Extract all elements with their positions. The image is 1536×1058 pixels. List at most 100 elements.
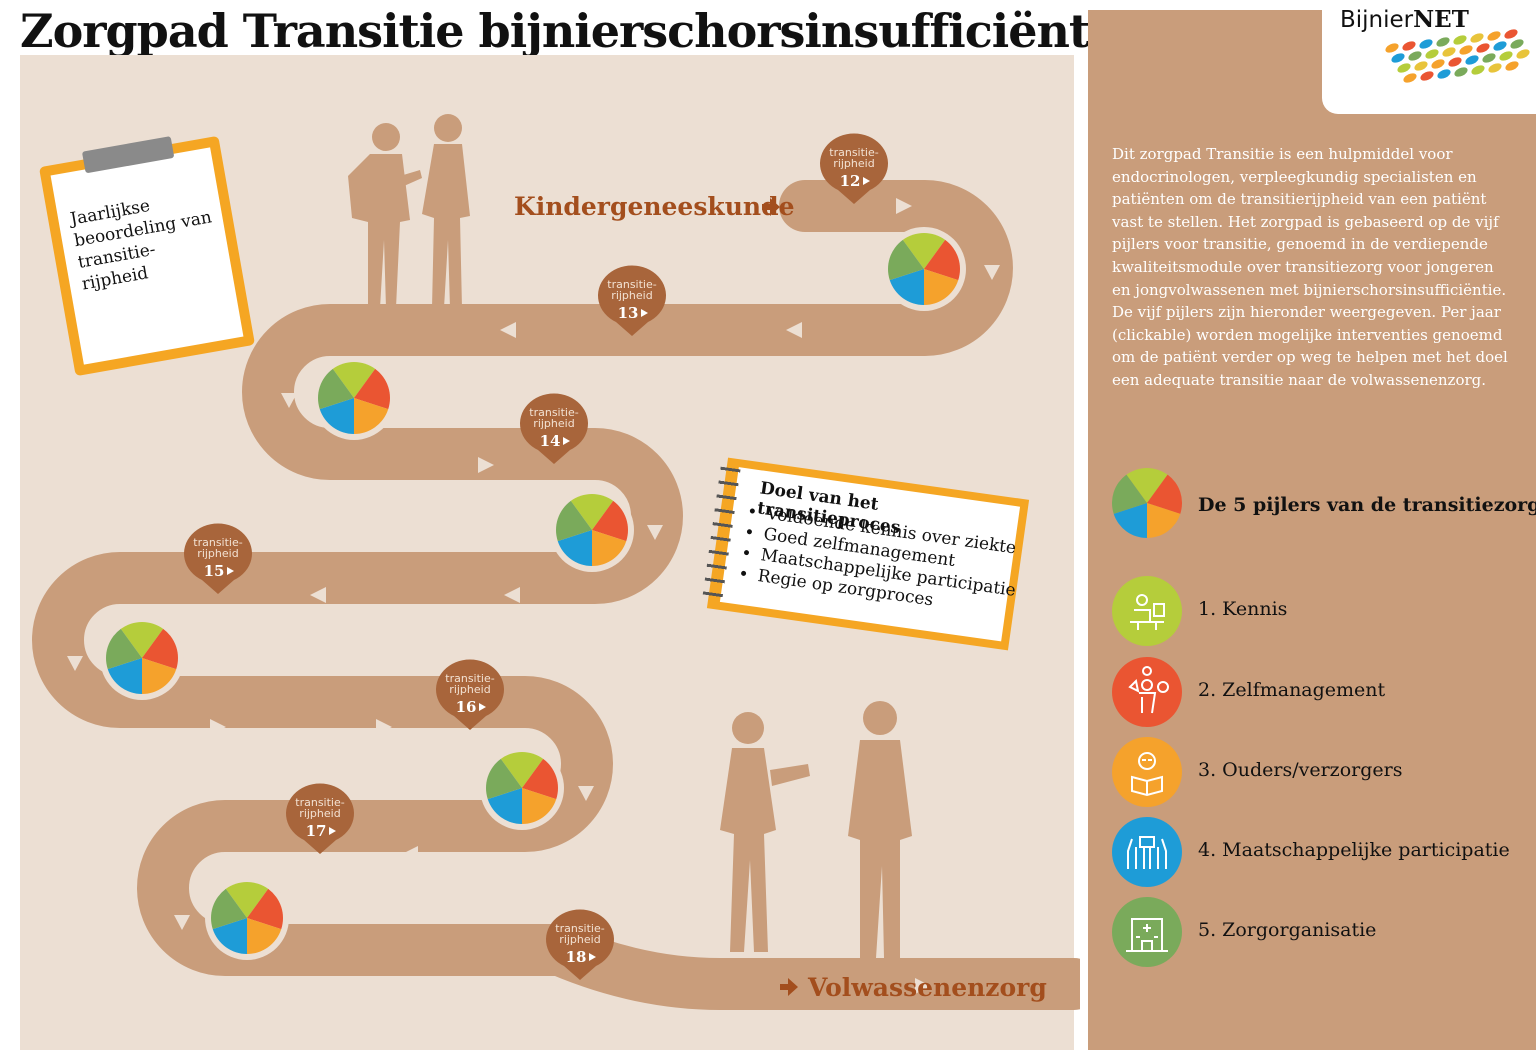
logo-dot <box>1516 49 1530 59</box>
page-title: Zorgpad Transitie bijnierschorsinsuffici… <box>20 4 1135 58</box>
pie-segment <box>332 362 376 398</box>
logo-dot <box>1487 31 1501 41</box>
annual-assessment-clipboard: Jaarlijkse beoordeling van transitie-rij… <box>38 135 256 377</box>
road-arrow-icon <box>210 719 226 735</box>
pie-segment <box>1147 474 1182 514</box>
svg-text:rijpheid: rijpheid <box>833 157 874 170</box>
pillar-participatie[interactable]: 4. Maatschappelijke participatie <box>1112 817 1522 887</box>
logo-dot <box>1403 73 1417 83</box>
play-icon <box>863 177 870 185</box>
logo-dot <box>1476 43 1490 53</box>
logo-dot <box>1465 55 1479 65</box>
logo-dot <box>1459 45 1473 55</box>
pie-segment <box>902 233 946 269</box>
pie-segment <box>318 368 354 410</box>
stage-start-label: Kindergeneeskunde <box>514 192 794 221</box>
svg-text:17: 17 <box>306 822 327 840</box>
teen-silhouettes-icon <box>348 114 470 308</box>
road-arrow-icon <box>578 786 594 801</box>
pie-segment <box>1147 503 1181 538</box>
logo-dot <box>1448 57 1462 67</box>
logo-dot <box>1385 43 1399 53</box>
milestone-marker-15[interactable]: transitie- rijpheid 15 <box>184 523 252 594</box>
svg-text:rijpheid: rijpheid <box>611 289 652 302</box>
pie-segment <box>888 239 924 281</box>
pillar-pie <box>550 488 634 572</box>
pie-segment <box>1112 474 1147 514</box>
svg-text:15: 15 <box>204 562 225 580</box>
pillar-pie <box>480 746 564 830</box>
pie-segment <box>592 500 628 542</box>
pillar-zorgorganisatie[interactable]: 5. Zorgorganisatie <box>1112 897 1522 967</box>
logo-dot <box>1454 67 1468 77</box>
intro-text: Dit zorgpad Transitie is een hulpmiddel … <box>1112 145 1508 389</box>
logo-part2: NET <box>1413 6 1469 33</box>
milestone-marker-17[interactable]: transitie- rijpheid 17 <box>286 783 354 854</box>
road-direction-arrows <box>67 198 1000 994</box>
svg-text:13: 13 <box>618 304 639 322</box>
svg-text:rijpheid: rijpheid <box>533 417 574 430</box>
logo-part1: Bijnier <box>1340 7 1414 33</box>
milestone-marker-16[interactable]: transitie- rijpheid 16 <box>436 659 504 730</box>
pillar-label: 5. Zorgorganisatie <box>1198 919 1377 941</box>
logo-dot <box>1510 39 1524 49</box>
bijniernet-logo: BijnierNET <box>1322 0 1536 114</box>
pie-segment <box>247 888 283 930</box>
milestone-marker-14[interactable]: transitie- rijpheid 14 <box>520 393 588 464</box>
milestone-marker-13[interactable]: transitie- rijpheid 13 <box>598 265 666 336</box>
logo-dots-icon <box>1385 29 1530 83</box>
play-icon <box>589 953 596 961</box>
logo-dot <box>1408 51 1422 61</box>
logo-dot <box>1436 37 1450 47</box>
pillar-label: 2. Zelfmanagement <box>1198 679 1386 701</box>
logo-dot <box>1397 63 1411 73</box>
pie-segment <box>570 494 614 530</box>
pillar-ouders[interactable]: 3. Ouders/verzorgers <box>1112 737 1522 807</box>
pie-segment <box>354 398 389 434</box>
milestone-marker-12[interactable]: transitie- rijpheid 12 <box>820 133 888 204</box>
road-arrow-icon <box>478 457 494 473</box>
pie-segment <box>142 658 177 694</box>
pillar-pie <box>312 356 396 440</box>
play-icon <box>329 827 336 835</box>
pillar-pie <box>205 876 289 960</box>
stage-end-label: Volwassenenzorg <box>807 973 1047 1002</box>
svg-text:transitie-: transitie- <box>555 922 604 935</box>
pie-segment <box>319 398 354 434</box>
logo-dot <box>1493 41 1507 51</box>
logo-dot <box>1402 41 1416 51</box>
play-icon <box>563 437 570 445</box>
desk-person-icon <box>1112 576 1182 646</box>
pie-segment <box>557 530 592 566</box>
svg-text:transitie-: transitie- <box>607 278 656 291</box>
pie-segment <box>120 622 164 658</box>
person-reading-icon <box>1112 737 1182 807</box>
logo-dot <box>1504 29 1518 39</box>
svg-text:rijpheid: rijpheid <box>449 683 490 696</box>
pie-segment <box>247 918 282 954</box>
pie-segment <box>486 758 522 800</box>
pie-segment <box>556 500 592 542</box>
pie-segment <box>924 269 959 305</box>
svg-text:transitie-: transitie- <box>445 672 494 685</box>
care-path-road <box>32 180 1080 1010</box>
road-arrow-icon <box>896 198 912 214</box>
pie-segment <box>142 628 178 670</box>
pie-segment <box>500 752 544 788</box>
logo-dot <box>1425 49 1439 59</box>
road-arrow-icon <box>786 322 802 338</box>
logo-dot <box>1471 65 1485 75</box>
pie-segment <box>1126 468 1168 503</box>
logo-dot <box>1419 39 1433 49</box>
pillar-zelfmanagement[interactable]: 2. Zelfmanagement <box>1112 657 1522 727</box>
svg-text:18: 18 <box>566 948 587 966</box>
milestone-marker-18[interactable]: transitie- rijpheid 18 <box>546 909 614 980</box>
arrow-right-icon <box>762 198 780 216</box>
logo-dot <box>1414 61 1428 71</box>
pie-segment <box>354 368 390 410</box>
svg-text:transitie-: transitie- <box>529 406 578 419</box>
pillar-kennis[interactable]: 1. Kennis <box>1112 576 1522 646</box>
road-arrow-icon <box>984 265 1000 280</box>
logo-dot <box>1499 51 1513 61</box>
logo-dot <box>1442 47 1456 57</box>
